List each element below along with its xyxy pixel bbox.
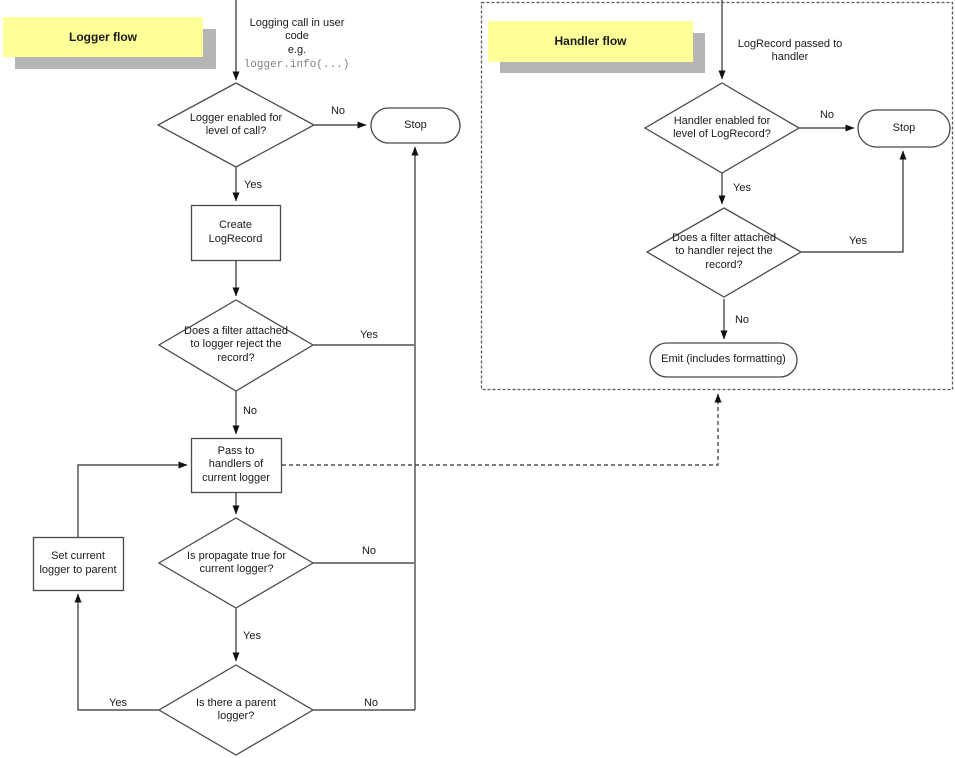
handler-note <box>488 21 693 62</box>
handler-flow-edges <box>718 0 907 340</box>
hd2-no-label: No <box>734 314 750 327</box>
edge-hd2-yes-to-stop <box>801 150 907 253</box>
stop-terminator-left-label: Stop <box>404 118 427 131</box>
decision-logger-filter-shape <box>157 299 315 392</box>
logger-flow-edges <box>74 0 722 711</box>
decision-handler-enabled-label: Handler enabled for level of LogRecord? <box>673 114 771 140</box>
d4-no-label: No <box>363 697 379 710</box>
decision-parent-logger-label: Is there a parent logger? <box>195 696 277 722</box>
decision-handler-filter-shape <box>645 207 803 298</box>
d4-yes-label: Yes <box>109 697 127 710</box>
logger-flow-note-title: Logger flow <box>69 29 137 44</box>
pass-to-handlers-box-shape <box>190 437 283 494</box>
decision-logger-enabled-shape <box>156 82 316 168</box>
d2-yes-label: Yes <box>360 329 378 342</box>
stop-terminator-right-shape <box>857 109 951 148</box>
handler-flow-container <box>480 1 954 391</box>
handler-flow-shapes <box>643 82 951 378</box>
logger-flow-shapes <box>32 82 461 756</box>
hd2-yes-label: Yes <box>849 235 867 248</box>
d1-yes-label: Yes <box>244 179 262 192</box>
emit-terminator-label: Emit (includes formatting) <box>661 353 786 366</box>
stop-terminator-left-shape <box>370 107 461 144</box>
decision-parent-logger-shape <box>157 664 315 756</box>
emit-terminator-shape <box>649 342 798 378</box>
stop-terminator-right-label: Stop <box>892 121 916 134</box>
handler-flow-note-title: Handler flow <box>554 34 627 49</box>
logger-entry-label: Logging call in user code e.g. <box>249 16 345 56</box>
create-logrecord-box-shape <box>190 204 282 262</box>
decision-logger-filter-label: Does a filter attached to logger reject … <box>184 324 288 364</box>
decision-handler-enabled-shape <box>643 82 801 174</box>
decision-propagate-label: Is propagate true for current logger? <box>186 549 287 575</box>
set-current-logger-box-label: Set current logger to parent <box>39 550 117 576</box>
decision-logger-enabled-label: Logger enabled for level of call? <box>189 111 283 137</box>
logger-entry-code: logger.info(...) <box>243 59 350 72</box>
set-current-logger-box-shape <box>32 536 125 592</box>
d2-no-label: No <box>242 405 258 418</box>
pass-to-handlers-box-label: Pass to handlers of current logger <box>202 444 270 484</box>
edge-pass-to-handler-flow <box>282 393 722 466</box>
decision-propagate-shape <box>157 517 315 609</box>
edge-set-to-pass <box>77 461 188 537</box>
create-logrecord-box-label: Create LogRecord <box>208 219 263 245</box>
handler-entry-label: LogRecord passed to handler <box>737 37 843 63</box>
logger-note <box>3 17 203 57</box>
d3-no-label: No <box>361 545 377 558</box>
hd1-no-label: No <box>819 109 835 122</box>
decision-handler-filter-label: Does a filter attached to handler reject… <box>672 231 776 271</box>
hd1-yes-label: Yes <box>733 182 751 195</box>
d1-no-label: No <box>330 105 346 118</box>
edge-d4-yes-to-set <box>74 593 159 711</box>
d3-yes-label: Yes <box>243 630 261 643</box>
